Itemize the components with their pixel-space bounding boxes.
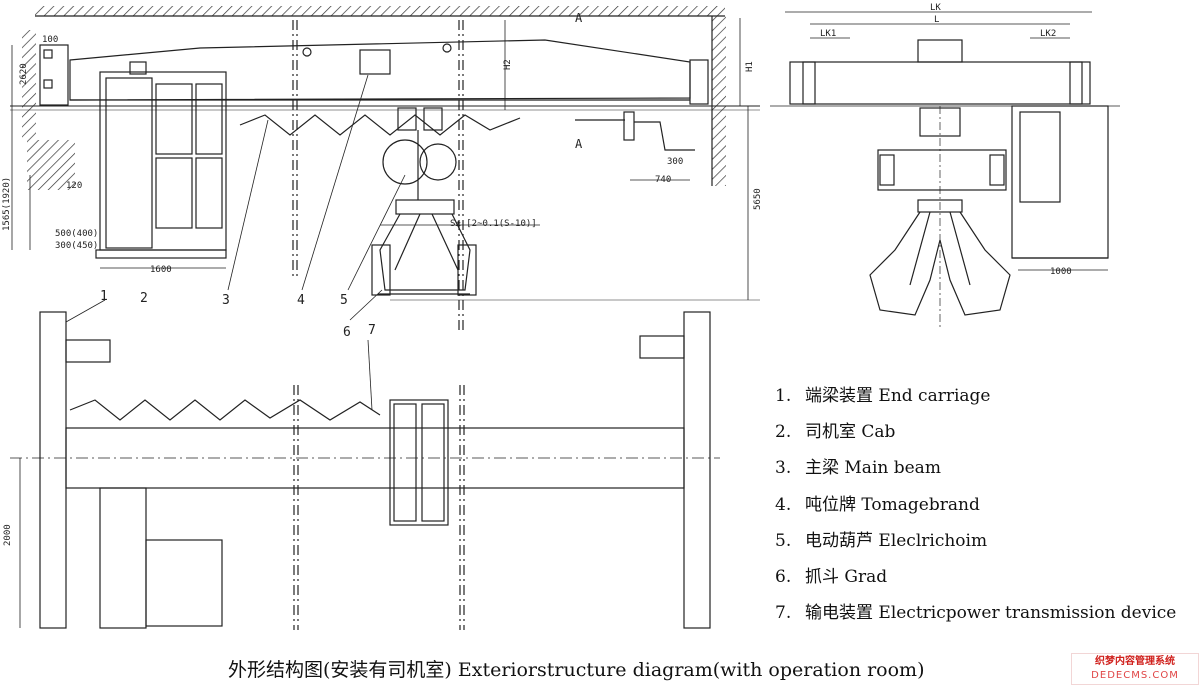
dim-h1: H1 — [745, 61, 755, 72]
end-carriage-plan-right — [683, 311, 711, 629]
dim-s: S± [2~0.1(S-10)] — [450, 219, 537, 229]
dim-lk: LK — [930, 3, 941, 13]
front-view — [10, 6, 760, 330]
legend-item: 3.主梁 Main beam — [775, 458, 941, 479]
callout-2: 2 — [140, 291, 148, 306]
dim-500: 500(400) — [55, 229, 98, 239]
right-wall-hatch — [712, 16, 726, 186]
end-carriage-plan-left — [39, 311, 67, 629]
dim-2000: 2000 — [3, 524, 13, 546]
callout-6: 6 — [343, 325, 351, 340]
legend-item: 7.输电装置 Electricpower transmission device — [775, 603, 1177, 624]
dim-1000: 1000 — [1050, 267, 1072, 277]
dim-2620: 2620 — [19, 63, 29, 85]
plan-dimensions: 2000 — [3, 524, 13, 546]
watermark-logo: 织梦内容管理系统 DEDECMS.COM — [1071, 653, 1199, 685]
legend-item: 1.端梁装置 End carriage — [775, 386, 991, 406]
dim-lk2: LK2 — [1040, 29, 1056, 39]
end-beam-side — [789, 61, 1091, 105]
dim-300b: 300 — [667, 157, 683, 167]
callout-5: 5 — [340, 293, 348, 308]
hoist-side — [877, 149, 1007, 191]
end-carriage-left — [39, 44, 69, 106]
dim-h2: H2 — [503, 59, 513, 70]
ceiling-hatch — [35, 6, 725, 16]
callout-4: 4 — [297, 293, 305, 308]
side-dimensions: LK L LK1 LK2 1000 — [820, 3, 1072, 277]
legend-item: 6.抓斗 Grad — [775, 567, 888, 588]
hoist-drum — [382, 139, 428, 185]
end-carriage-right — [689, 59, 709, 105]
dim-5650: 5650 — [753, 188, 763, 210]
plan-view — [10, 299, 720, 630]
dim-1600: 1600 — [150, 265, 172, 275]
dim-120: 120 — [66, 181, 82, 191]
legend-item: 2.司机室 Cab — [775, 422, 896, 443]
parts-legend: 1.端梁装置 End carriage 2.司机室 Cab 3.主梁 Main … — [775, 378, 1195, 631]
trolley-plan — [389, 399, 449, 526]
callout-1: 1 — [100, 289, 108, 304]
main-beam — [69, 39, 691, 101]
tonnage-board — [359, 49, 391, 75]
dim-1565: 1565(1920) — [2, 177, 12, 231]
cab — [99, 71, 227, 251]
grab-front — [371, 199, 477, 296]
callout-3: 3 — [222, 293, 230, 308]
dim-100: 100 — [42, 35, 58, 45]
cab-plan — [99, 487, 147, 629]
callout-7: 7 — [368, 323, 376, 338]
section-mark-bottom: A — [575, 137, 583, 151]
callout-numbers: 1 2 3 4 5 6 7 — [100, 289, 376, 340]
legend-item: 4.吨位牌 Tomagebrand — [775, 494, 980, 515]
grab-side — [869, 199, 1011, 316]
power-cable-plan — [69, 399, 381, 421]
power-cable-front — [239, 114, 521, 136]
dim-lk1: LK1 — [820, 29, 836, 39]
dim-300: 300(450) — [55, 241, 98, 251]
dim-l: L — [934, 15, 939, 25]
section-mark-top: A — [575, 11, 583, 25]
legend-item: 5.电动葫芦 Eleclrichoim — [775, 530, 988, 551]
figure-caption: 外形结构图(安装有司机室) Exteriorstructure diagram(… — [228, 659, 925, 681]
side-view — [770, 11, 1120, 330]
front-dimensions: A A 100 2620 1565(1920) 120 500(400) 300… — [2, 11, 763, 275]
left-wall-hatch — [27, 140, 75, 190]
dim-740: 740 — [655, 175, 671, 185]
